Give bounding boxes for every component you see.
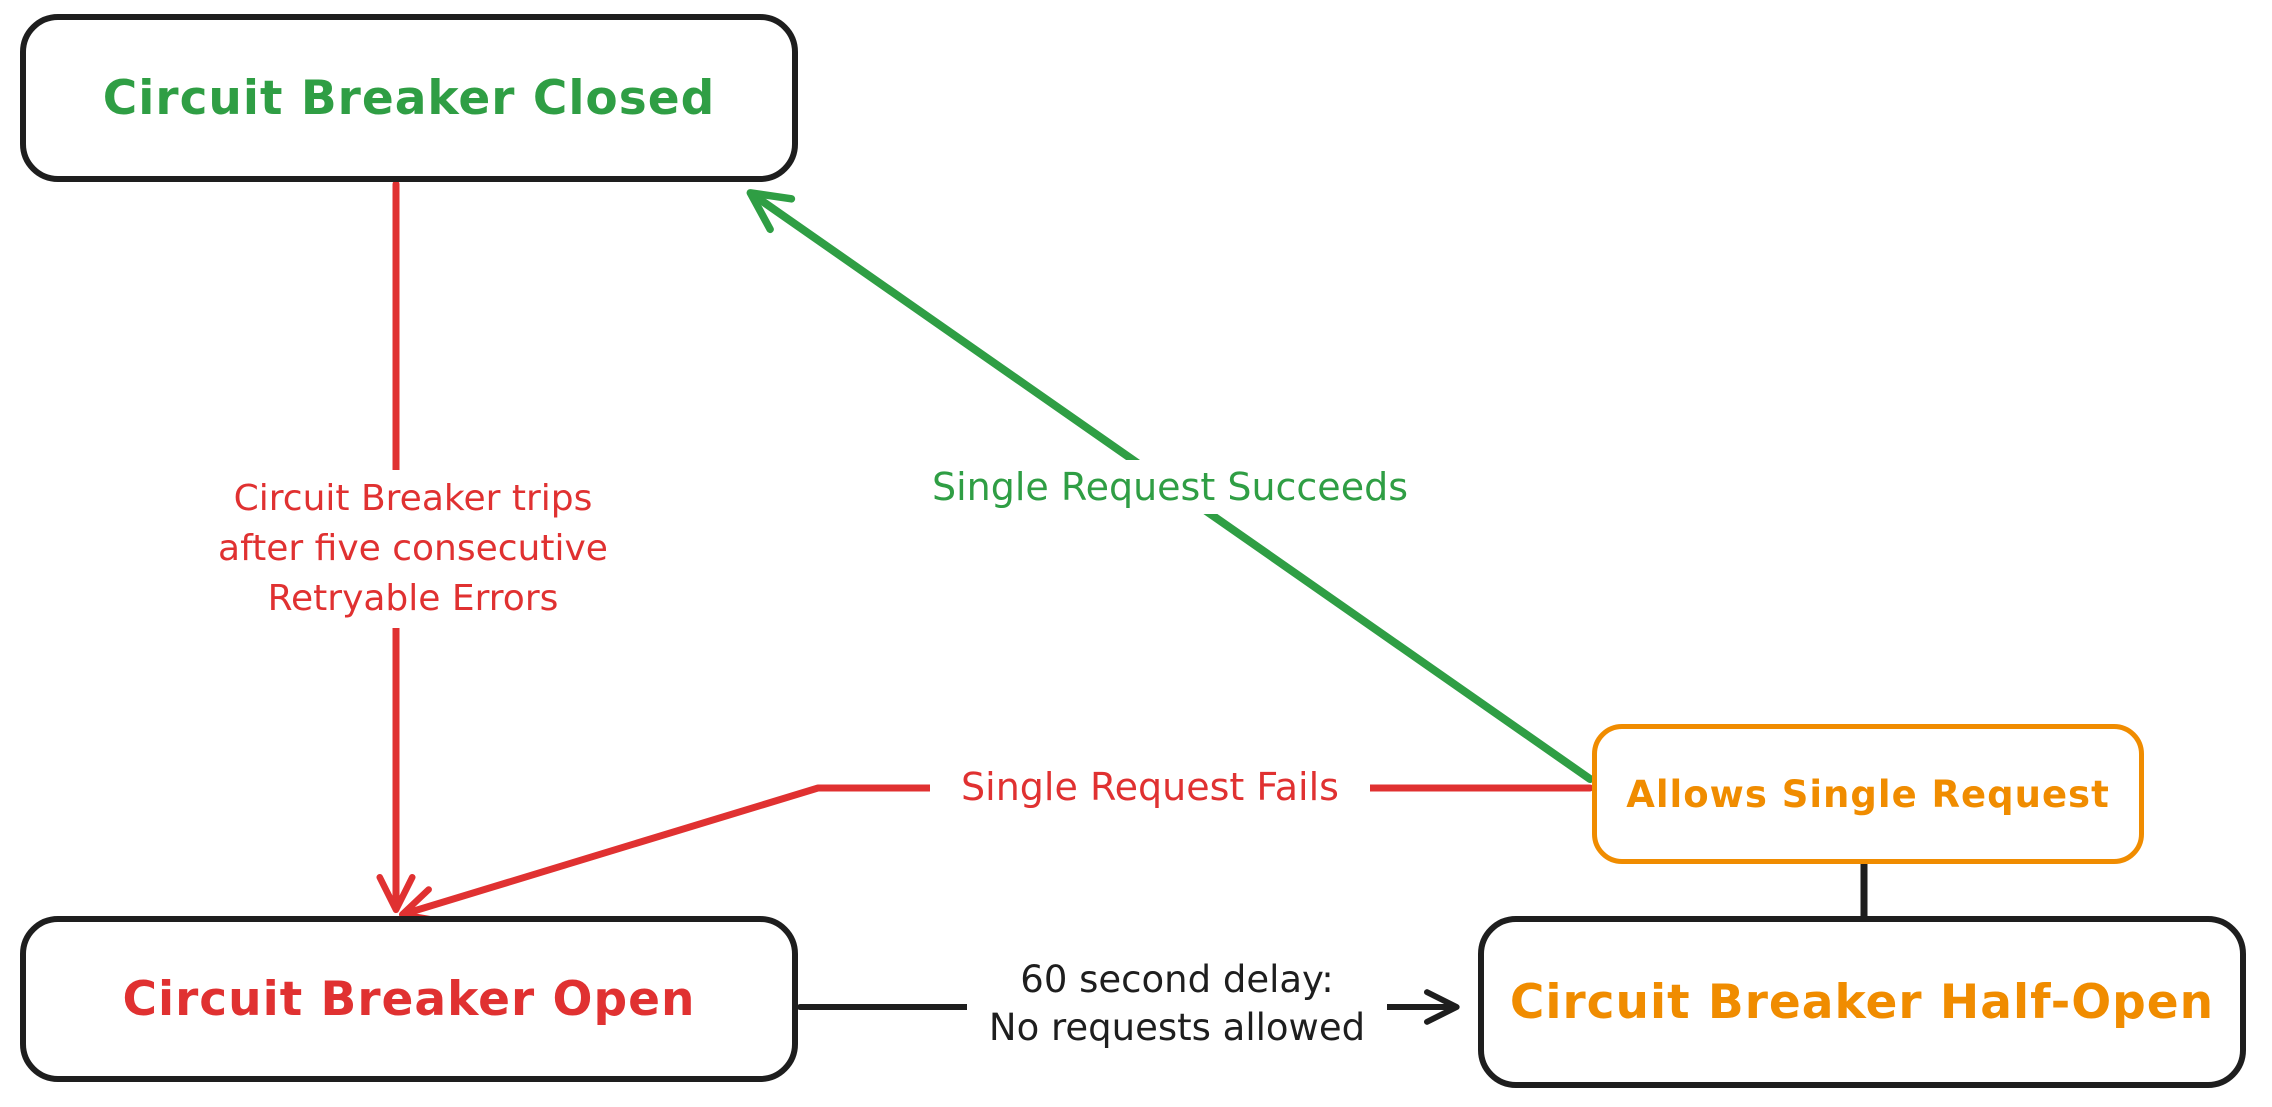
trip-edge-label-line-3: Retryable Errors <box>267 578 559 619</box>
fails-edge-label-text: Single Request Fails <box>961 765 1339 809</box>
delay-edge-label: 60 second delay: No requests allowed <box>967 952 1387 1056</box>
half-open-node-label: Circuit Breaker Half-Open <box>1509 974 2215 1030</box>
fails-edge-label: Single Request Fails <box>930 760 1370 814</box>
allows-single-request-label: Allows Single Request <box>1626 772 2110 816</box>
delay-edge-label-line-2: No requests allowed <box>988 1006 1366 1049</box>
closed-node-label: Circuit Breaker Closed <box>102 70 716 126</box>
trip-edge-label-line-2: after five consecutive <box>218 528 608 569</box>
succeeds-edge-label-text: Single Request Succeeds <box>931 465 1408 509</box>
allows-single-request-node: Allows Single Request <box>1592 724 2144 864</box>
trip-edge-label-line-1: Circuit Breaker trips <box>233 478 593 519</box>
succeeds-edge-label: Single Request Succeeds <box>920 460 1420 514</box>
trip-edge-label: Circuit Breaker trips after five consecu… <box>178 470 648 628</box>
state-node-open: Circuit Breaker Open <box>20 916 798 1082</box>
state-node-half-open: Circuit Breaker Half-Open <box>1478 916 2246 1088</box>
delay-edge-label-line-1: 60 second delay: <box>1020 958 1334 1001</box>
open-node-label: Circuit Breaker Open <box>122 971 696 1027</box>
state-node-closed: Circuit Breaker Closed <box>20 14 798 182</box>
